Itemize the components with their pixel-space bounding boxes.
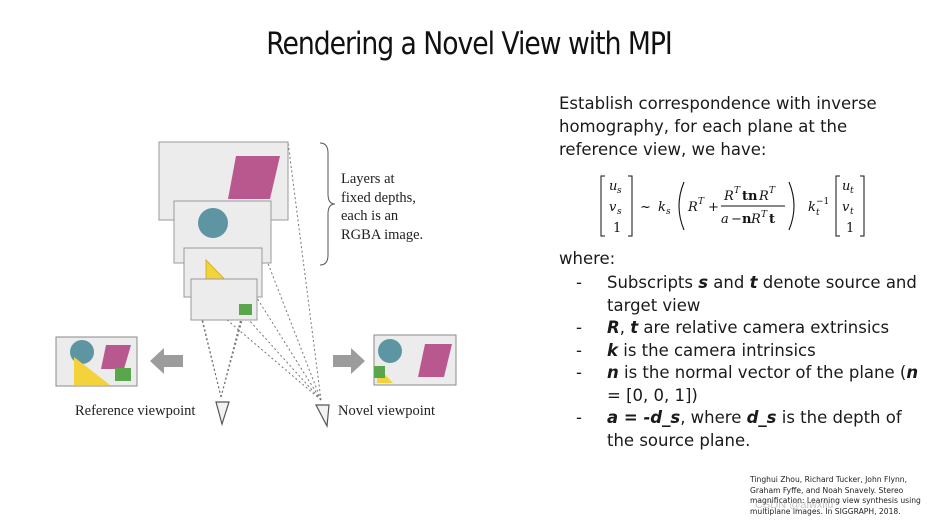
bullet-emphasis: t <box>749 273 758 292</box>
magenta-parallelogram <box>228 156 280 199</box>
bullet-emphasis: a = -d_s <box>607 408 681 427</box>
svg-text:s: s <box>666 207 671 217</box>
bullet-text: denote source and target view <box>607 273 917 315</box>
bullet-emphasis: n <box>906 363 919 382</box>
citation: Tinghui Zhou, Richard Tucker, John Flynn… <box>750 475 921 516</box>
layers-note-line: fixed depths, <box>341 189 416 206</box>
mpi-diagram <box>55 141 457 429</box>
left-arrow-icon <box>150 348 183 374</box>
bullet-dash: - <box>576 408 582 427</box>
svg-text:+: + <box>708 200 719 215</box>
novel-viewpoint-label: Novel viewpoint <box>338 403 436 419</box>
svg-text:−: − <box>731 212 742 227</box>
svg-text:k: k <box>658 200 666 215</box>
teal-circle <box>198 208 228 238</box>
bullet-text: = [0, 0, 1]) <box>607 385 698 405</box>
layers-note-line: RGBA image. <box>341 226 424 243</box>
svg-text:T: T <box>761 210 768 220</box>
svg-text:t: t <box>850 207 854 217</box>
bullet-list: - Subscripts s and t denote source and ta… <box>576 272 921 452</box>
svg-text:R: R <box>723 189 734 204</box>
svg-text:t: t <box>769 212 775 227</box>
green-square <box>239 304 252 315</box>
slide-title: Rendering a Novel View with MPI <box>266 26 673 62</box>
right-arrow-icon <box>333 348 365 374</box>
svg-text:R: R <box>687 200 698 215</box>
svg-text:s: s <box>617 207 622 217</box>
bullet-text: is the camera intrinsics <box>617 340 816 360</box>
layers-note-line: each is an <box>341 208 399 224</box>
intro-text: Establish correspondence with inverse ho… <box>559 94 877 159</box>
bullet-item: - R, t are relative camera extrinsics <box>576 317 921 340</box>
bullet-emphasis: R <box>607 318 620 337</box>
svg-text:T: T <box>734 186 741 196</box>
intro-block: Establish correspondence with inverse ho… <box>559 92 919 161</box>
bullet-item: -n is the normal vector of the plane (n … <box>576 362 921 407</box>
novel-view-image <box>373 334 457 386</box>
svg-text:t: t <box>816 208 820 218</box>
bullet-dash: - <box>576 340 582 360</box>
svg-text:s: s <box>617 186 622 196</box>
svg-text:t: t <box>850 186 854 196</box>
bullet-text: is the normal vector of the plane ( <box>618 363 907 382</box>
svg-text:−1: −1 <box>816 197 829 207</box>
svg-text:T: T <box>698 197 705 207</box>
svg-text:~: ~ <box>640 200 651 215</box>
bullet-dash: - <box>576 273 582 292</box>
reference-viewpoint-label: Reference viewpoint <box>75 403 196 419</box>
svg-text:v: v <box>842 200 850 215</box>
svg-text:R: R <box>750 212 761 227</box>
svg-text:n: n <box>742 212 752 227</box>
bullet-emphasis: d_s <box>746 408 777 427</box>
svg-text:a: a <box>721 212 729 227</box>
brace-icon <box>319 142 336 266</box>
bullet-item: - k is the camera intrinsics <box>576 340 921 363</box>
where-label: where: <box>559 249 616 268</box>
bullet-dash: - <box>576 363 582 382</box>
bullet-text: is the depth of the source plane. <box>607 408 902 450</box>
camera-frustum-icon <box>215 401 330 429</box>
layers-note: Layers at fixed depths, each is an RGBA … <box>341 170 423 244</box>
bullet-text: are relative camera extrinsics <box>638 318 890 337</box>
svg-text:T: T <box>769 186 776 196</box>
bullet-emphasis: k <box>607 340 618 360</box>
svg-text:1: 1 <box>846 221 854 236</box>
mpi-layer-front <box>190 278 258 321</box>
svg-text:v: v <box>609 200 617 215</box>
bullet-dash: - <box>576 318 582 337</box>
bullet-emphasis: n <box>607 363 619 382</box>
svg-text:R: R <box>758 189 769 204</box>
svg-text:tn: tn <box>742 189 758 204</box>
watermark: CSDN @aiwxliu <box>755 499 834 511</box>
layers-note-line: Layers at <box>341 171 395 187</box>
bullet-item: - a = -d_s, where d_s is the depth of the… <box>576 407 921 452</box>
bullet-text: , where <box>680 408 747 427</box>
reference-view-image <box>55 336 138 387</box>
bullet-emphasis: s <box>698 273 709 292</box>
bullet-text: and <box>708 273 750 292</box>
bullet-item: - Subscripts s and t denote source and ta… <box>576 272 921 317</box>
svg-text:k: k <box>808 200 816 215</box>
bullet-emphasis: t <box>630 318 639 337</box>
svg-text:u: u <box>842 179 850 194</box>
svg-text:1: 1 <box>613 221 621 236</box>
svg-text:u: u <box>609 179 617 194</box>
bullet-text: , <box>619 318 631 337</box>
bullet-text: Subscripts <box>607 273 699 292</box>
